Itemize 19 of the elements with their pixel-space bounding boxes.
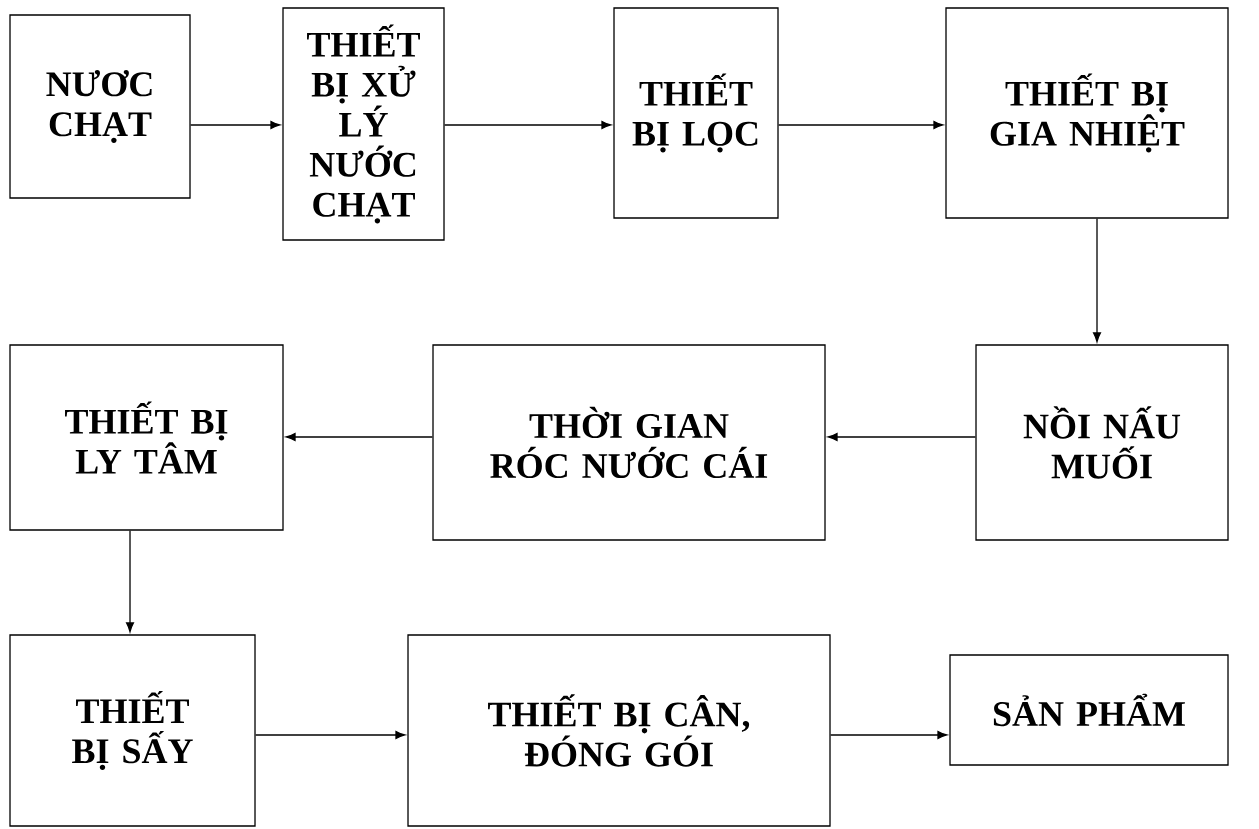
- arrow: [830, 730, 948, 739]
- process-box: THIẾT BỊ SẤY: [9, 634, 256, 827]
- process-box: NƯƠC CHẠT: [9, 14, 191, 199]
- process-box: THIẾT BỊ LY TÂM: [9, 344, 284, 531]
- arrow: [778, 120, 944, 129]
- arrow: [285, 432, 433, 441]
- process-box: THIẾT BỊ LỌC: [613, 7, 779, 219]
- arrow: [190, 120, 281, 129]
- arrow: [827, 432, 976, 441]
- process-box: THIẾT BỊ CÂN, ĐÓNG GÓI: [407, 634, 831, 827]
- process-box: THỜI GIAN RÓC NƯỚC CÁI: [432, 344, 826, 541]
- process-box: THIẾT BỊ GIA NHIỆT: [945, 7, 1229, 219]
- arrow: [1093, 218, 1101, 343]
- process-box: THIẾT BỊ XỬ LÝ NƯỚC CHẠT: [282, 7, 445, 241]
- arrow: [126, 530, 135, 633]
- arrow: [255, 730, 406, 739]
- process-box: SẢN PHẨM: [949, 654, 1229, 766]
- arrow: [444, 120, 612, 129]
- process-box: NỒI NẤU MUỐI: [975, 344, 1229, 541]
